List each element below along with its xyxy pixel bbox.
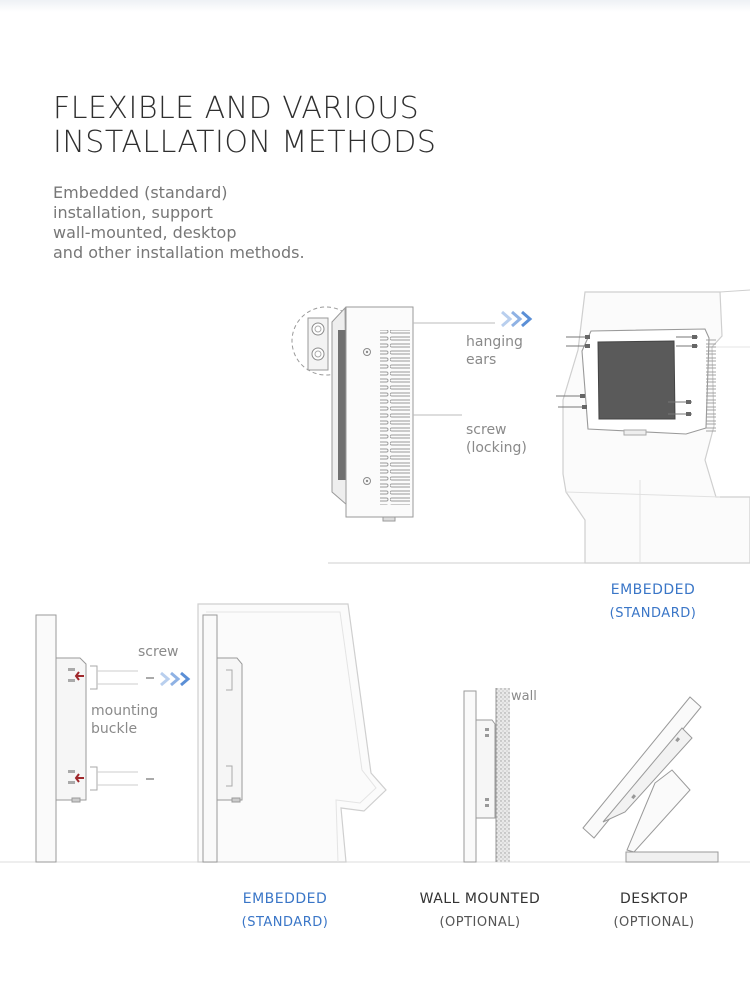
screw-locking-label: screw (locking) [466, 421, 527, 457]
page-title: FLEXIBLE AND VARIOUS INSTALLATION METHOD… [53, 92, 436, 160]
kiosk-embedded-bottom [197, 603, 387, 863]
caption-embedded-bottom: EMBEDDED (STANDARD) [185, 889, 385, 933]
top-shadow-bar [0, 0, 750, 12]
panel-front-bottom [35, 614, 154, 863]
description-line-2: installation, support [53, 203, 213, 222]
description-line-3: wall-mounted, desktop [53, 223, 237, 242]
wall-mounted-illustration [463, 688, 510, 863]
mounting-buckle-line-2: buckle [91, 721, 138, 737]
kiosk-embedded [328, 289, 750, 564]
desktop-illustration [582, 696, 719, 863]
screw-label: screw [138, 644, 179, 660]
caption-embedded-top-main: EMBEDDED [610, 582, 696, 598]
arrow-icon-top [501, 310, 533, 328]
description-line-1: Embedded (standard) [53, 183, 228, 202]
wall-label: wall [511, 689, 537, 704]
caption-embedded-top: EMBEDDED (STANDARD) [553, 580, 750, 624]
mounting-buckle-label: mounting buckle [91, 702, 158, 738]
screw-locking-line-1: screw [466, 422, 507, 438]
side-view-panel [291, 306, 495, 522]
caption-desktop: DESKTOP (OPTIONAL) [554, 889, 750, 933]
caption-embedded-bottom-sub: (STANDARD) [241, 915, 329, 930]
caption-embedded-top-sub: (STANDARD) [609, 606, 697, 621]
description-line-4: and other installation methods. [53, 243, 305, 262]
arrow-icon-bottom [160, 671, 191, 687]
caption-wall-mounted-sub: (OPTIONAL) [439, 915, 521, 930]
caption-desktop-sub: (OPTIONAL) [613, 915, 695, 930]
caption-embedded-bottom-main: EMBEDDED [242, 891, 328, 907]
caption-wall-mounted-main: WALL MOUNTED [419, 891, 541, 907]
description: Embedded (standard) installation, suppor… [53, 183, 353, 263]
caption-wall-mounted: WALL MOUNTED (OPTIONAL) [380, 889, 580, 933]
hanging-ears-line-2: ears [466, 352, 497, 368]
screw-locking-line-2: (locking) [466, 440, 527, 456]
title-line-1: FLEXIBLE AND VARIOUS [53, 91, 420, 126]
mounting-buckle-line-1: mounting [91, 703, 159, 719]
caption-desktop-main: DESKTOP [619, 891, 689, 907]
title-line-2: INSTALLATION METHODS [53, 125, 437, 160]
hanging-ears-label: hanging ears [466, 333, 523, 369]
hanging-ears-line-1: hanging [466, 334, 523, 350]
